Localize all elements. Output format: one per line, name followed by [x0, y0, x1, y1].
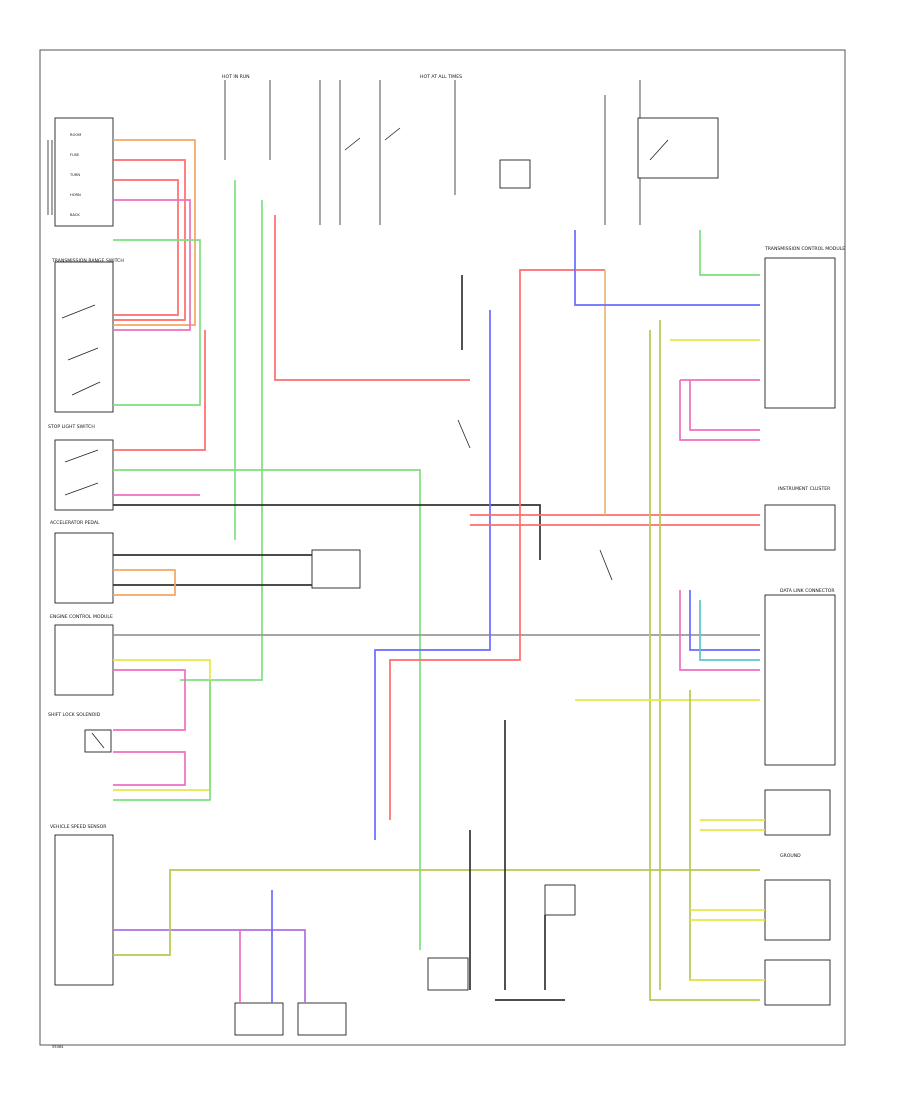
ground-label: GROUND	[780, 853, 801, 859]
wire-blue-38	[689, 590, 760, 651]
wire-pink-18	[113, 669, 186, 731]
footer-code: 55064	[52, 1045, 64, 1049]
wire-pink-36	[689, 380, 760, 431]
fuse-box-label-3: TURN	[69, 173, 80, 177]
wire-purple-21	[113, 929, 306, 1003]
wire-layer	[113, 139, 765, 1003]
wire-green-5	[113, 239, 201, 406]
stop-light-switch: STOP LIGHT SWITCH	[48, 424, 114, 511]
fuse-box-label-2: FUSE	[70, 153, 80, 157]
hot-at-all-times-label: HOT AT ALL TIMES	[420, 74, 462, 80]
wire-red-6	[274, 215, 470, 381]
middle-relays	[234, 419, 613, 1036]
transmission-control-module: TRANSMISSION CONTROL MODULE	[764, 246, 845, 409]
transmission-range-switch: TRANSMISSION RANGE SWITCH	[51, 258, 124, 413]
diagram-frame	[39, 49, 846, 1046]
wire-green-20	[113, 680, 211, 801]
accelerator-pedal: ACCELERATOR PEDAL	[50, 520, 114, 604]
wire-pink-19	[113, 751, 186, 786]
right-lower-connectors: GROUND	[764, 789, 831, 1006]
fuse-box-label-1: ROOM	[70, 133, 81, 137]
wire-red-3	[113, 179, 179, 316]
hot-in-run-label: HOT IN RUN	[222, 74, 250, 80]
wire-green-10	[113, 469, 421, 950]
engine-control-module-box: ENGINE CONTROL MODULE	[50, 614, 114, 696]
power-feed-section: HOT IN RUN HOT AT ALL TIMES	[222, 74, 719, 225]
ecm-label: ENGINE CONTROL MODULE	[50, 614, 113, 620]
wire-cyan-39	[699, 600, 760, 661]
wire-red-9	[113, 330, 206, 451]
trs-label: TRANSMISSION RANGE SWITCH	[51, 258, 124, 264]
dlc-label: DATA LINK CONNECTOR	[780, 588, 835, 594]
accelerator-label: ACCELERATOR PEDAL	[50, 520, 100, 526]
wire-pink-40	[679, 590, 760, 671]
shift-lock-solenoid: SHIFT LOCK SOLENOID	[48, 712, 112, 753]
vss-label: VEHICLE SPEED SENSOR	[50, 824, 107, 830]
wire-green-31	[699, 230, 760, 276]
wire-pink-4	[113, 199, 191, 331]
wire-olive-32	[649, 330, 760, 1001]
instrument-cluster-box: INSTRUMENT CLUSTER	[764, 486, 836, 551]
cluster-label: INSTRUMENT CLUSTER	[778, 486, 831, 492]
vehicle-speed-sensor-box: VEHICLE SPEED SENSOR	[50, 824, 114, 986]
wire-blue-30	[574, 230, 760, 306]
wire-olive-42	[689, 690, 760, 981]
wire-blue-25	[374, 310, 491, 840]
stop-switch-label: STOP LIGHT SWITCH	[48, 424, 95, 430]
wire-pink-35	[679, 380, 760, 441]
fuse-box-label-4: HORN	[70, 193, 81, 197]
tcm-label: TRANSMISSION CONTROL MODULE	[764, 246, 845, 252]
wire-dark-12	[113, 504, 541, 560]
shift-lock-label: SHIFT LOCK SOLENOID	[48, 712, 101, 718]
wire-orange-1	[113, 139, 196, 326]
wire-orange-15	[113, 569, 176, 596]
wire-red-26	[389, 269, 605, 820]
fuse-relay-box: ROOM FUSE TURN HORN BACK	[47, 117, 114, 227]
data-link-connector-box: DATA LINK CONNECTOR	[764, 588, 836, 766]
wire-olive-24	[113, 869, 760, 956]
wire-green-8	[180, 200, 263, 681]
fuse-box-label-5: BACK	[70, 213, 80, 217]
